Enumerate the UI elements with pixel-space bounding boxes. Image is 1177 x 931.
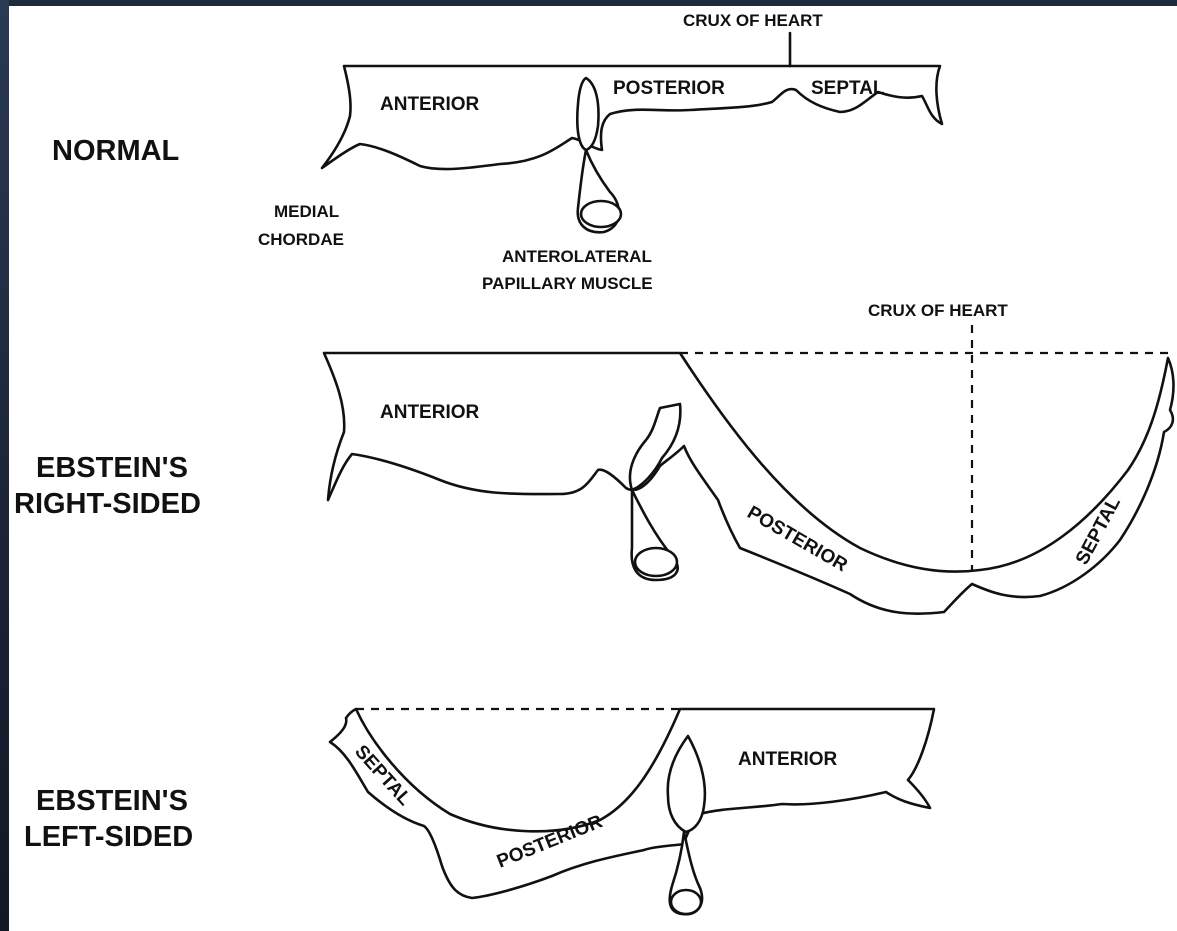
- right-posterior-label: POSTERIOR: [744, 502, 852, 576]
- normal-crux-label: CRUX OF HEART: [683, 11, 823, 30]
- normal-medial-label-1: MEDIAL: [274, 202, 339, 221]
- normal-papillary-tongue: [577, 78, 598, 150]
- normal-papillary-base: [581, 201, 621, 227]
- left-anterior-label: ANTERIOR: [738, 749, 838, 770]
- row-label-right-line1: EBSTEIN'S: [36, 452, 188, 484]
- right-papillary-base: [635, 548, 677, 576]
- row-label-right-line2: RIGHT-SIDED: [14, 488, 201, 520]
- right-valve-outline: [324, 353, 1174, 614]
- right-papillary-tongue: [630, 404, 680, 490]
- left-papillary-tongue: [668, 736, 705, 832]
- row-label-normal: NORMAL: [52, 135, 179, 167]
- normal-septal-label: SEPTAL: [811, 78, 885, 99]
- normal-papillary-label-1: ANTEROLATERAL: [502, 247, 652, 266]
- right-anterior-label: ANTERIOR: [380, 402, 480, 423]
- normal-anterior-label: ANTERIOR: [380, 94, 480, 115]
- normal-papillary-label-2: PAPILLARY MUSCLE: [482, 274, 653, 293]
- left-papillary-base: [671, 890, 701, 914]
- left-sided-diagram: ANTERIOR POSTERIOR SEPTAL: [330, 709, 934, 914]
- normal-posterior-label: POSTERIOR: [613, 78, 725, 99]
- normal-diagram: CRUX OF HEART ANTERIOR POSTERIOR SEPTAL …: [258, 11, 942, 293]
- right-crux-label: CRUX OF HEART: [868, 301, 1008, 320]
- right-sided-diagram: CRUX OF HEART ANTERIOR POSTERIOR SEPTAL: [324, 301, 1174, 614]
- row-label-left-line2: LEFT-SIDED: [24, 821, 193, 853]
- left-valve-outline: [330, 709, 934, 898]
- row-label-left-line1: EBSTEIN'S: [36, 785, 188, 817]
- normal-medial-label-2: CHORDAE: [258, 230, 344, 249]
